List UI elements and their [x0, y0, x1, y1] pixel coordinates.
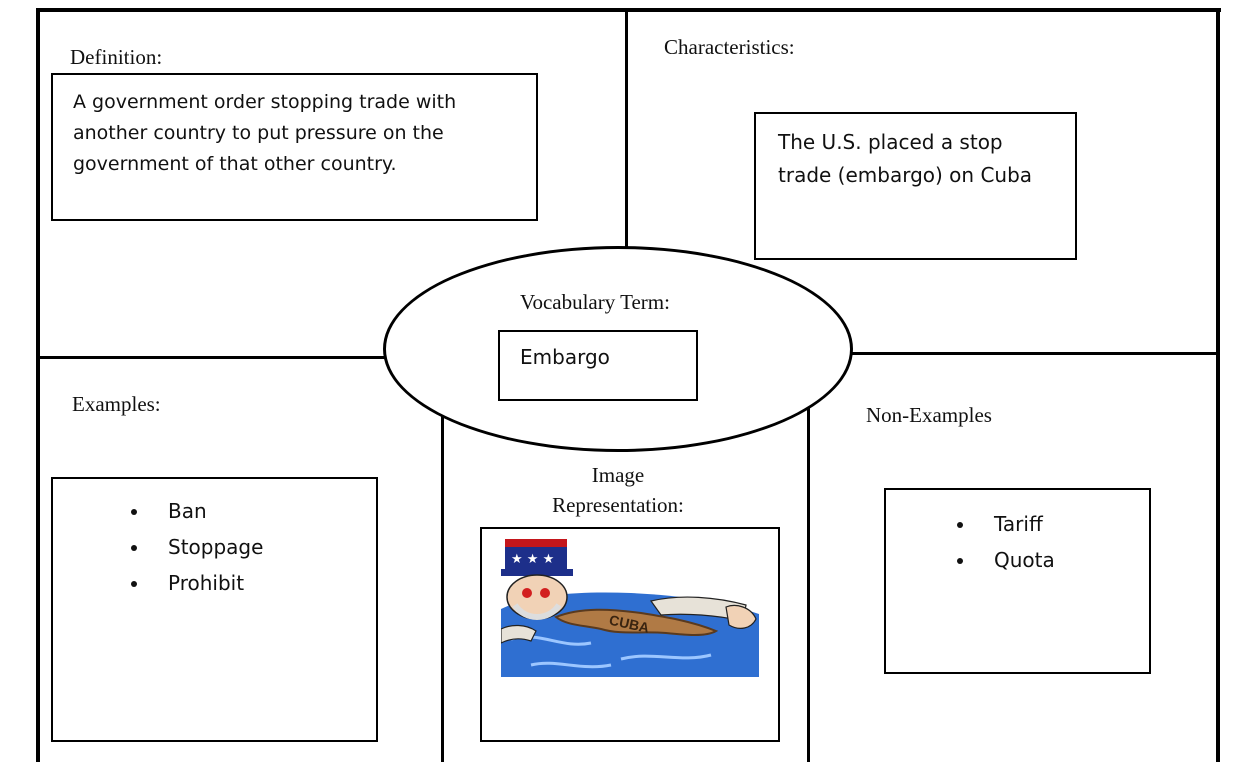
hat-band [505, 539, 567, 547]
right-eye-icon [540, 588, 550, 598]
cuba-island [554, 608, 719, 636]
definition-text: A government order stopping trade with a… [73, 91, 457, 175]
left-border [36, 8, 40, 762]
characteristics-box: The U.S. placed a stop trade (embargo) o… [754, 112, 1077, 260]
vocabulary-term: Embargo [520, 345, 610, 369]
example-item-stoppage: Stoppage [150, 529, 376, 565]
top-center-divider [625, 10, 628, 260]
characteristics-text: The U.S. placed a stop trade (embargo) o… [778, 130, 1033, 187]
non-examples-list: Tariff Quota [886, 506, 1149, 578]
vocabulary-term-box: Embargo [498, 330, 698, 401]
non-examples-box: Tariff Quota [884, 488, 1151, 674]
horizontal-divider-left [38, 356, 388, 359]
bottom-right-divider [807, 398, 810, 762]
examples-box: Ban Stoppage Prohibit [51, 477, 378, 742]
example-item-prohibit: Prohibit [150, 565, 376, 601]
example-item-ban: Ban [150, 493, 376, 529]
left-eye-icon [522, 588, 532, 598]
horizontal-divider-right [848, 352, 1218, 355]
right-border [1216, 8, 1220, 762]
examples-heading: Examples: [72, 392, 161, 416]
left-arm [501, 624, 537, 644]
bottom-left-divider [441, 398, 444, 762]
beard [512, 603, 562, 620]
vocabulary-heading: Vocabulary Term: [520, 290, 670, 314]
uncle-sam-face [506, 574, 568, 620]
image-representation-heading: Image Representation: [552, 463, 684, 517]
non-example-item-tariff: Tariff [976, 506, 1149, 542]
definition-heading: Definition: [70, 45, 163, 69]
characteristics-heading: Characteristics: [664, 35, 795, 59]
top-border [36, 8, 1221, 12]
non-examples-heading: Non-Examples [866, 403, 992, 427]
hat-brim [501, 569, 573, 576]
non-example-item-quota: Quota [976, 542, 1149, 578]
right-hand [725, 604, 757, 629]
hat-stars-icon: ★ ★ ★ [511, 552, 554, 567]
cuba-embargo-cartoon: CUBA ★ ★ ★ [501, 539, 759, 677]
definition-box: A government order stopping trade with a… [51, 73, 538, 221]
examples-list: Ban Stoppage Prohibit [53, 493, 376, 601]
